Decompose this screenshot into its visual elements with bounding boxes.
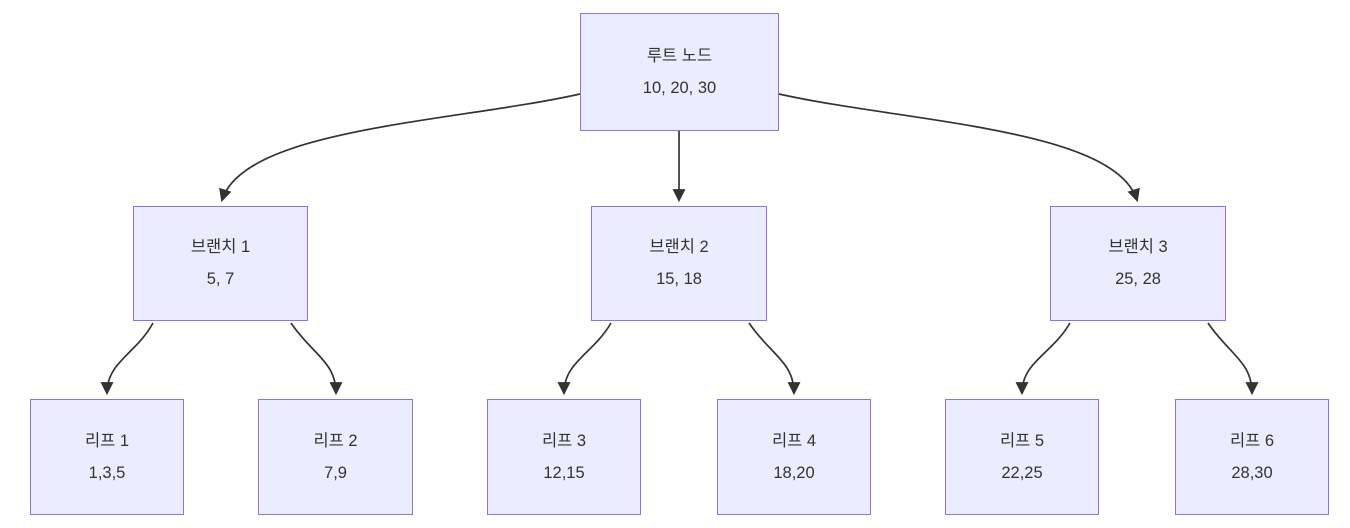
node-leaf5-label: 리프 5 [999, 431, 1045, 450]
node-leaf3: 리프 3 12,15 [487, 399, 641, 515]
node-branch1-label: 브랜치 1 [190, 238, 251, 257]
node-branch2-keys: 15, 18 [656, 270, 702, 288]
node-leaf1: 리프 1 1,3,5 [30, 399, 184, 515]
node-leaf6-keys: 28,30 [1231, 463, 1273, 482]
node-leaf4: 리프 4 18,20 [717, 399, 871, 515]
node-leaf1-keys: 1,3,5 [88, 463, 126, 482]
node-root-label: 루트 노드 [646, 46, 713, 65]
edge-branch2-leaf4 [748, 322, 801, 396]
edge-branch1-leaf1 [100, 322, 154, 396]
node-branch2: 브랜치 2 15, 18 [591, 206, 767, 321]
node-root-keys: 10, 20, 30 [642, 78, 717, 97]
edge-root-branch3 [778, 93, 1140, 203]
node-branch3-keys: 25, 28 [1115, 270, 1161, 288]
node-branch3: 브랜치 3 25, 28 [1050, 206, 1226, 321]
node-leaf4-label: 리프 4 [771, 431, 817, 450]
node-leaf6-label: 리프 6 [1229, 431, 1275, 450]
node-branch2-label: 브랜치 2 [649, 238, 709, 257]
node-leaf6: 리프 6 28,30 [1175, 399, 1329, 515]
edge-branch3-leaf6 [1207, 322, 1259, 396]
edge-branch2-leaf3 [557, 322, 612, 396]
node-leaf3-label: 리프 3 [541, 431, 587, 450]
node-branch1: 브랜치 1 5, 7 [133, 206, 308, 321]
node-root: 루트 노드 10, 20, 30 [580, 13, 779, 131]
node-leaf2-label: 리프 2 [313, 431, 358, 450]
node-leaf5: 리프 5 22,25 [945, 399, 1099, 515]
edge-branch1-leaf2 [290, 322, 343, 396]
node-leaf3-keys: 12,15 [543, 463, 585, 482]
node-leaf5-keys: 22,25 [1001, 463, 1043, 482]
edge-root-branch1 [219, 93, 581, 203]
node-branch3-label: 브랜치 3 [1108, 238, 1168, 257]
node-branch1-keys: 5, 7 [206, 270, 235, 288]
edge-branch3-leaf5 [1015, 322, 1071, 396]
node-leaf1-label: 리프 1 [84, 431, 130, 450]
node-leaf4-keys: 18,20 [773, 463, 815, 482]
node-leaf2-keys: 7,9 [324, 463, 347, 482]
node-leaf2: 리프 2 7,9 [258, 399, 413, 515]
